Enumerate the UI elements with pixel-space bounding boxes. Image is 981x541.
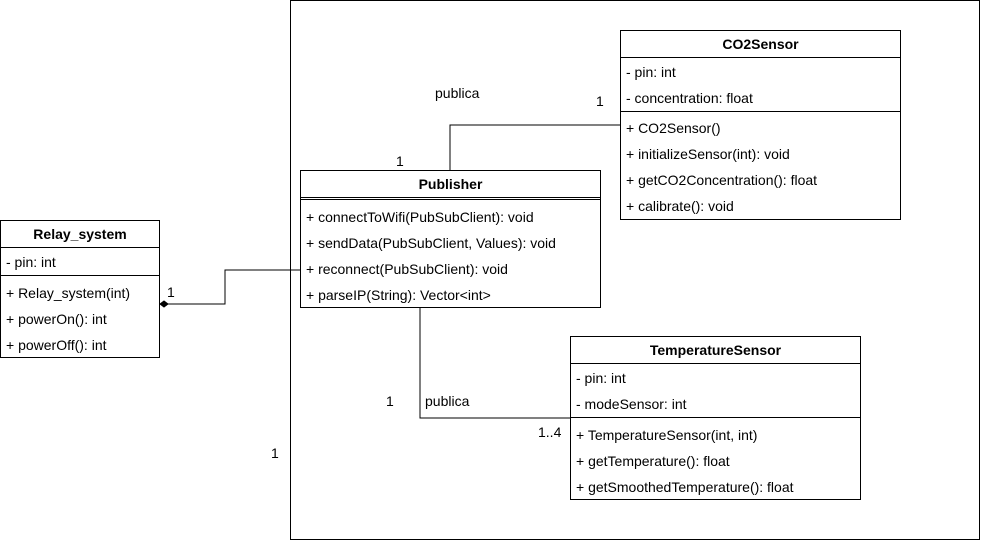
operation: + reconnect(PubSubClient): void [306, 261, 508, 277]
multiplicity-container: 1 [271, 445, 279, 461]
operation: + sendData(PubSubClient, Values): void [306, 235, 556, 251]
operation: + getSmoothedTemperature(): float [576, 479, 794, 495]
multiplicity-publisher-bottom: 1 [386, 393, 394, 409]
operation-section: + TemperatureSensor(int, int) + getTempe… [571, 417, 860, 500]
operation-section: + CO2Sensor() + initializeSensor(int): v… [621, 111, 900, 219]
attribute: - concentration: float [626, 90, 753, 106]
multiplicity-relay: 1 [167, 284, 175, 300]
class-name: Relay_system [33, 226, 127, 242]
attribute: - pin: int [6, 254, 56, 270]
attribute: - pin: int [576, 370, 626, 386]
attribute: - pin: int [626, 64, 676, 80]
class-publisher[interactable]: Publisher + connectToWifi(PubSubClient):… [300, 170, 601, 308]
operation: + CO2Sensor() [626, 120, 721, 136]
operation: + connectToWifi(PubSubClient): void [306, 209, 534, 225]
attribute: - modeSensor: int [576, 396, 687, 412]
class-co2sensor[interactable]: CO2Sensor - pin: int - concentration: fl… [620, 30, 901, 220]
association-label-publica-bottom: publica [425, 393, 470, 409]
multiplicity-co2: 1 [596, 93, 604, 109]
association-label-publica-top: publica [435, 85, 480, 101]
operation: + powerOff(): int [6, 337, 107, 353]
class-name: TemperatureSensor [649, 342, 782, 358]
attribute-section: - pin: int - concentration: float [621, 57, 900, 111]
class-temperature-sensor[interactable]: TemperatureSensor - pin: int - modeSenso… [570, 336, 861, 500]
operation: + powerOn(): int [6, 311, 107, 327]
class-name: Publisher [418, 176, 483, 192]
operation: + initializeSensor(int): void [626, 146, 790, 162]
composition-diamond [159, 300, 169, 308]
operation: + getTemperature(): float [576, 453, 730, 469]
class-name: CO2Sensor [722, 36, 799, 52]
multiplicity-publisher-top: 1 [396, 153, 404, 169]
operation-section: + connectToWifi(PubSubClient): void + se… [301, 197, 600, 308]
operation: + calibrate(): void [626, 198, 734, 214]
multiplicity-temperature: 1..4 [538, 424, 562, 440]
operation: + TemperatureSensor(int, int) [576, 427, 758, 443]
class-relay-system[interactable]: Relay_system - pin: int + Relay_system(i… [0, 220, 160, 358]
operation-section: + Relay_system(int) + powerOn(): int + p… [1, 275, 159, 358]
attribute-section: - pin: int [1, 247, 159, 275]
association-publisher-co2sensor[interactable] [449, 124, 620, 170]
composition-relay-publisher[interactable] [160, 269, 300, 305]
operation: + Relay_system(int) [6, 285, 131, 301]
attribute-section: - pin: int - modeSensor: int [571, 363, 860, 417]
operation: + parseIP(String): Vector<int> [306, 287, 491, 303]
operation: + getCO2Concentration(): float [626, 172, 818, 188]
